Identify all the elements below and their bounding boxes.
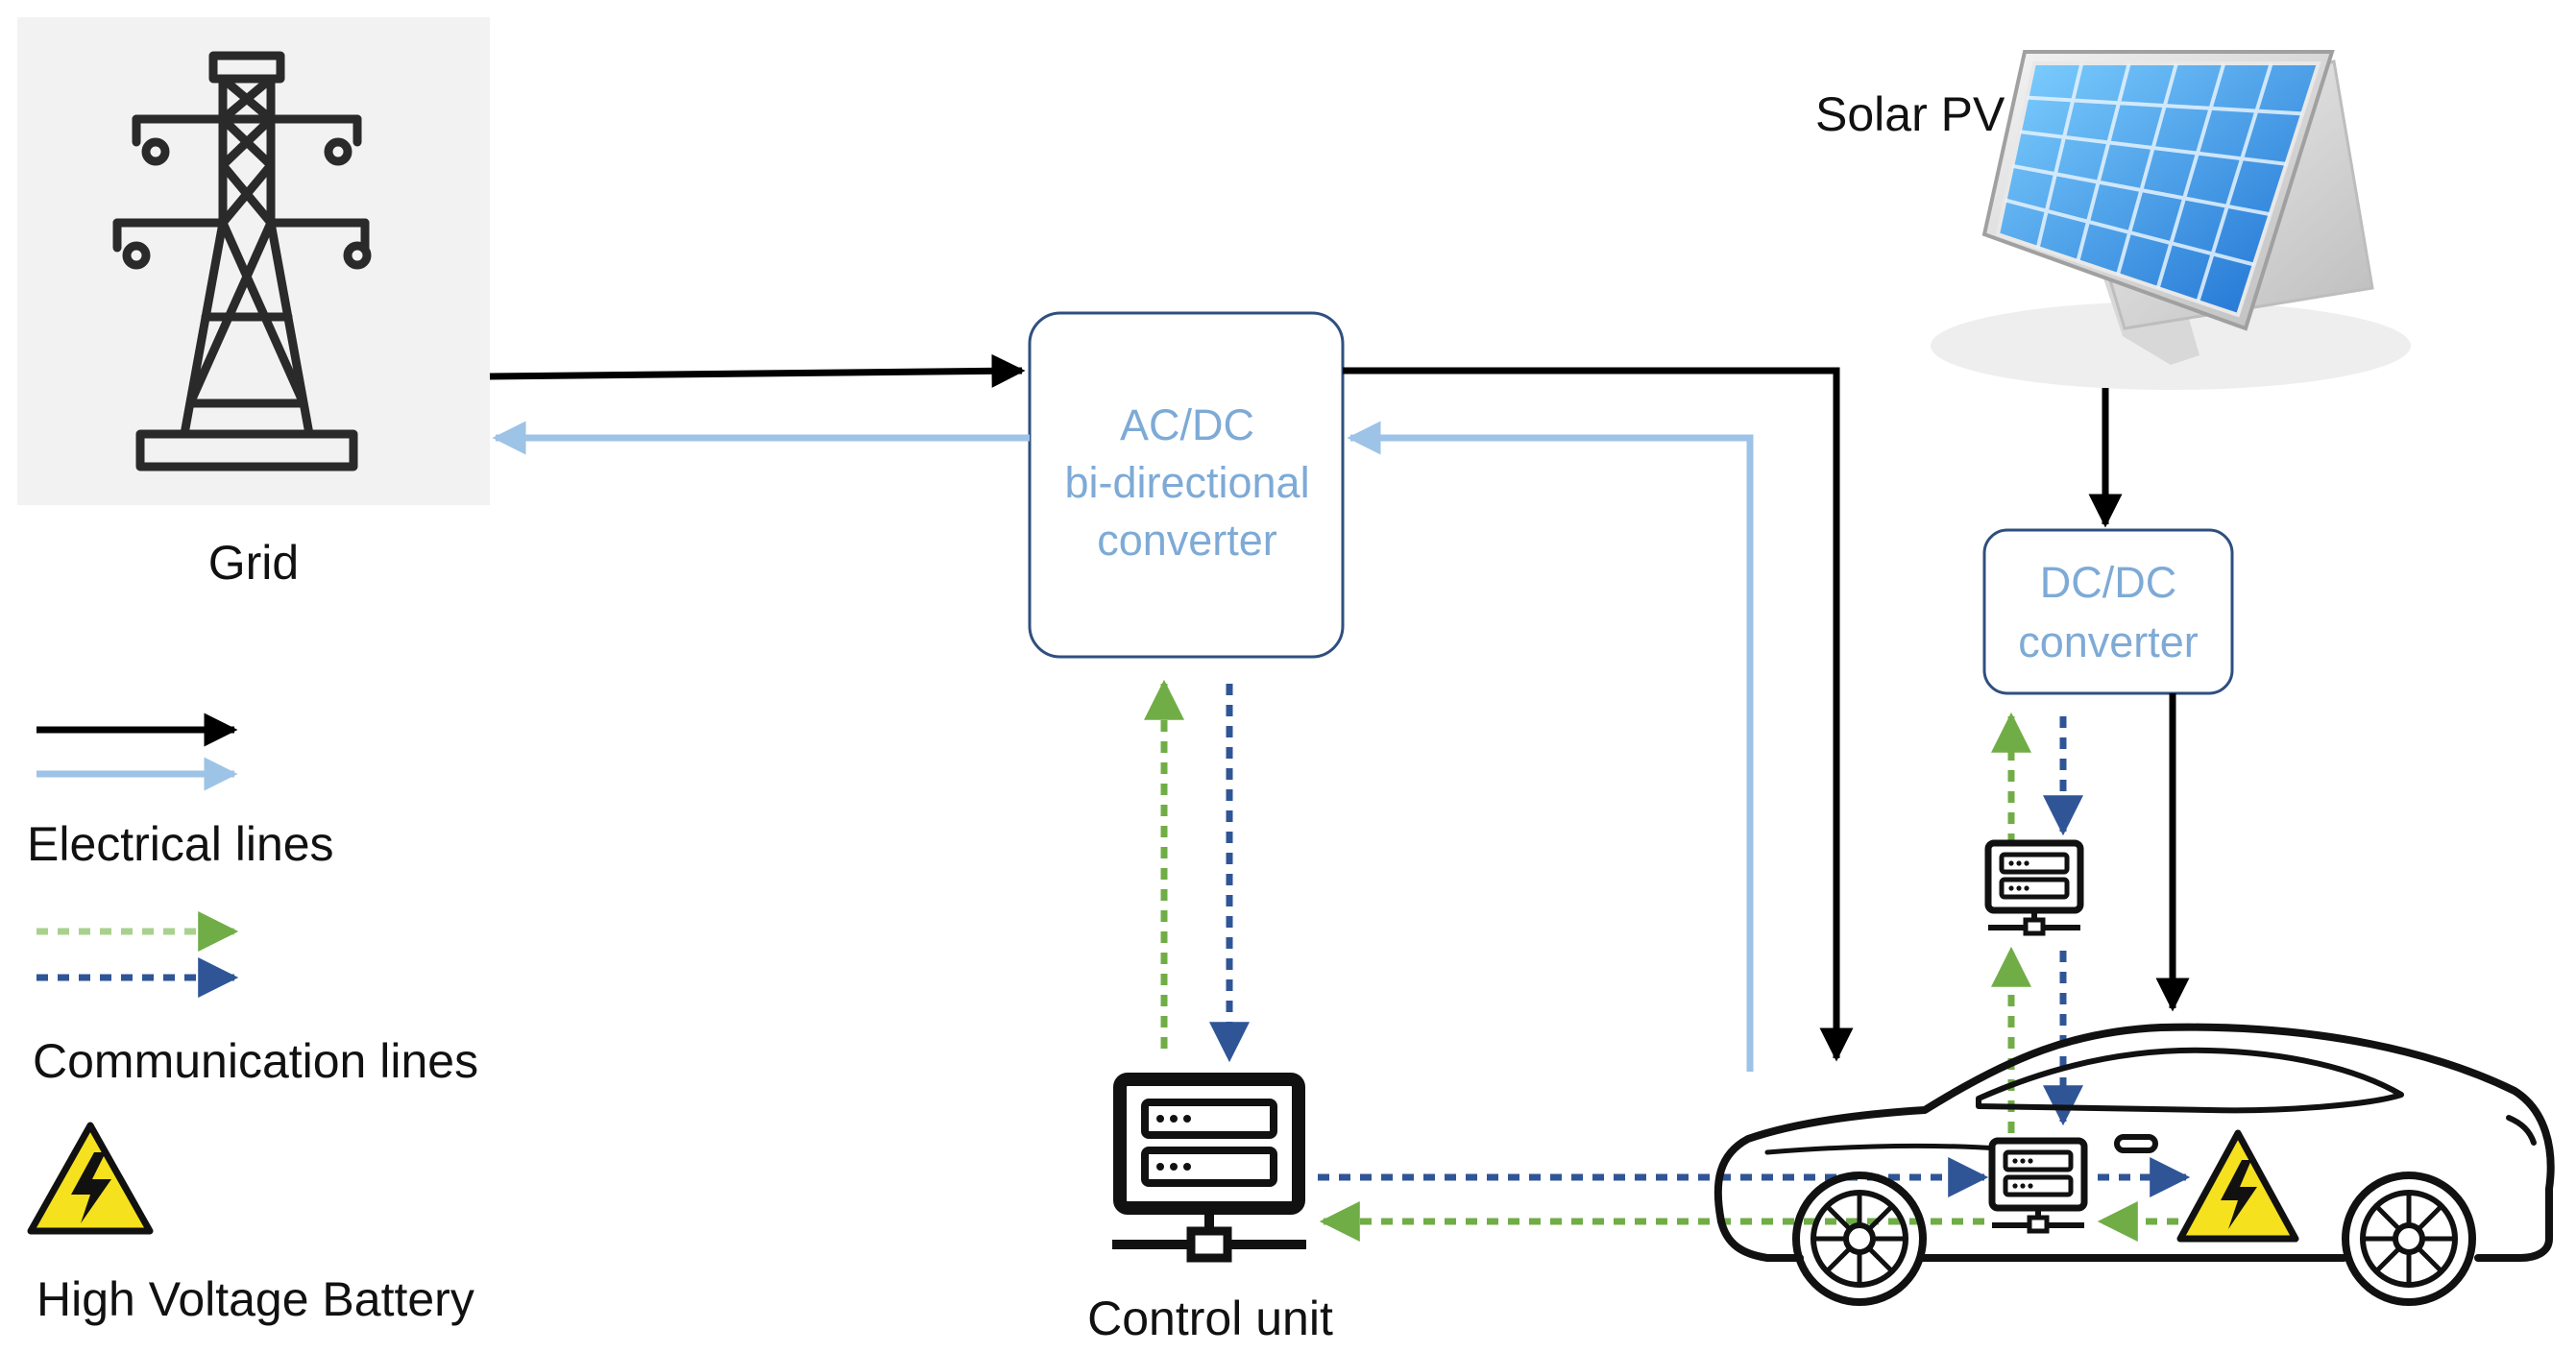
high-voltage-warning-icon: [27, 1122, 154, 1235]
acdc-converter-box: AC/DC bi-directional converter: [1028, 311, 1345, 659]
control-unit-node: Control unit: [1087, 1073, 1333, 1345]
grid-node: Grid: [17, 17, 490, 590]
electric-car-icon: [1713, 1023, 2555, 1306]
server-terminal-icon: [1112, 1073, 1306, 1263]
transmission-tower-icon: [112, 51, 372, 471]
vehicle-controller-icon: [1992, 1141, 2084, 1231]
charger-controller-icon: [1988, 843, 2080, 933]
dcdc-converter-box: DC/DC converter: [1982, 528, 2234, 695]
acdc-converter-line1: AC/DC: [1120, 400, 1254, 449]
legend-high-voltage-battery-label: High Voltage Battery: [36, 1272, 474, 1326]
solar-pv-node: Solar PV: [1815, 50, 2411, 390]
vehicle-to-acdc-line: [1347, 421, 1754, 1072]
legend: Electrical lines Communication lines Hig…: [27, 713, 478, 1326]
control-unit-label: Control unit: [1087, 1292, 1333, 1345]
solar-panel-icon: [1931, 50, 2411, 390]
legend-communication-lines-label: Communication lines: [33, 1034, 478, 1088]
dcdc-converter-line1: DC/DC: [2040, 558, 2177, 607]
acdc-converter-line2: bi-directional: [1064, 458, 1309, 507]
grid-to-acdc-line: [489, 353, 1026, 388]
grid-label: Grid: [208, 536, 299, 590]
solar-pv-label: Solar PV: [1815, 87, 2005, 141]
acdc-to-vehicle-line: [1343, 367, 1854, 1062]
dcdc-converter-line2: converter: [2018, 617, 2199, 666]
acdc-converter-line3: converter: [1097, 516, 1277, 565]
electrical-lines: [489, 353, 2190, 1072]
legend-electrical-lines-label: Electrical lines: [27, 817, 334, 871]
vehicle-battery-warning-icon: [2176, 1129, 2299, 1243]
